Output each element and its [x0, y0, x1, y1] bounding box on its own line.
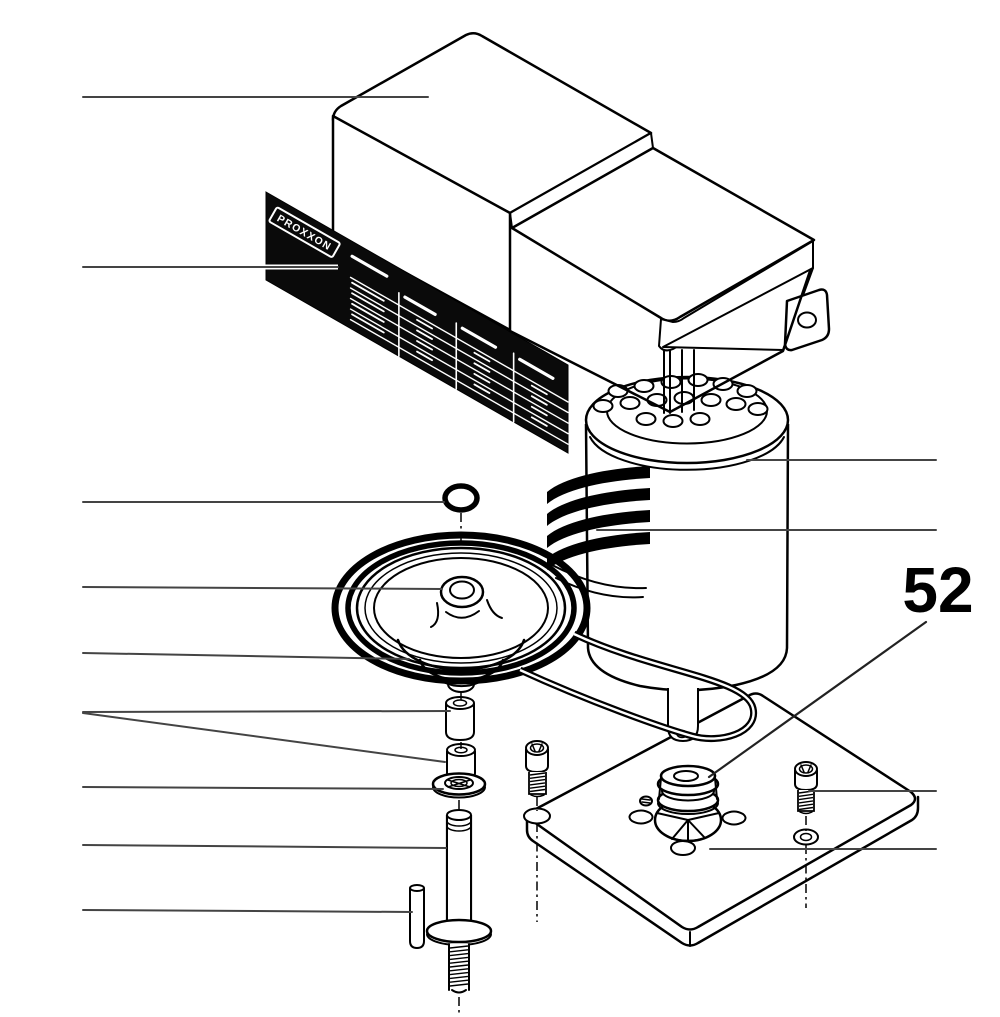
thread-line — [449, 983, 469, 987]
label-table-line — [349, 308, 569, 435]
socket-screw-left — [525, 740, 549, 798]
label-table-line — [350, 254, 389, 278]
vent-hole — [725, 397, 747, 411]
leader-spacer-lower — [82, 712, 446, 763]
label-table-line — [416, 340, 434, 351]
label-table-line — [416, 329, 434, 340]
label-table-line — [530, 395, 548, 406]
label-spec-table — [349, 254, 569, 445]
leader-cone-pulley — [82, 586, 443, 590]
thread-line — [449, 960, 469, 964]
label-table-line — [518, 357, 555, 380]
leader-lines — [82, 96, 937, 913]
cover-top-face — [331, 32, 653, 215]
leader-flange-bearing — [707, 620, 928, 779]
label-table-line — [473, 351, 491, 363]
leader-pin — [82, 909, 413, 913]
label-table-line — [351, 302, 385, 323]
leader-spacer-upper — [82, 710, 451, 713]
label-table-line — [460, 326, 498, 349]
label-table-line — [473, 362, 491, 373]
label-table-line — [473, 372, 491, 384]
vent-hole — [662, 414, 684, 428]
thread-line — [798, 793, 814, 797]
vent-hole — [635, 412, 657, 426]
motor — [584, 373, 790, 742]
thread-line — [449, 952, 469, 957]
cone-pulley — [355, 546, 567, 693]
thread-line — [798, 806, 814, 811]
thread-line — [529, 788, 546, 793]
vent-hole — [700, 393, 722, 407]
label-table-line — [416, 318, 434, 330]
label-table-line — [349, 276, 569, 403]
set-screw — [639, 795, 653, 807]
type-label: PROXXON — [265, 191, 569, 454]
vent-hole — [619, 396, 641, 410]
flange-bearing — [656, 764, 720, 815]
label-table-line — [351, 281, 385, 302]
vent-hole — [747, 402, 769, 416]
pulley-hub — [430, 575, 503, 628]
base-plate — [523, 692, 920, 947]
thread-line — [529, 775, 546, 779]
cover-flange-front — [658, 240, 814, 352]
thread-line — [529, 785, 546, 789]
thread-line — [449, 968, 469, 972]
label-table-line — [403, 295, 437, 316]
o-ring — [442, 483, 480, 513]
leader-spindle-shaft — [82, 844, 447, 849]
belt-cover — [331, 32, 831, 352]
label-table-line — [351, 313, 385, 334]
spindle-shaft — [425, 809, 493, 994]
plate-hole — [721, 810, 747, 826]
leader-washer-bearing — [82, 786, 444, 790]
shaft-threads — [449, 945, 469, 987]
thread-line — [449, 949, 469, 953]
thread-line — [529, 778, 546, 783]
label-table-line — [416, 350, 434, 362]
thread-line — [529, 772, 546, 776]
label-background — [265, 191, 569, 454]
thread-line — [449, 979, 469, 983]
shaft-flange — [425, 918, 493, 944]
cover-bottom-edges — [508, 269, 812, 414]
label-table-line — [530, 416, 548, 427]
thread-line — [449, 964, 469, 968]
vent-hole — [689, 412, 711, 426]
centerlines — [458, 513, 807, 1014]
label-table-line — [349, 297, 569, 424]
vent-hole — [687, 373, 709, 387]
thread-line — [798, 796, 814, 801]
label-table-line — [473, 383, 491, 394]
socket-screw-right — [794, 761, 818, 815]
cover-clip — [783, 288, 831, 352]
plate-hole-washer — [793, 828, 819, 846]
thread-line — [798, 800, 814, 804]
spacer-upper — [445, 696, 475, 741]
thread-line — [449, 956, 469, 961]
leader-drive-belt — [82, 652, 410, 660]
plate-hole — [670, 840, 696, 856]
washer-bearing — [431, 772, 487, 799]
thread-line — [798, 803, 814, 807]
vent-hole — [592, 399, 614, 413]
pin — [409, 884, 425, 949]
vent-hole — [736, 384, 758, 398]
part-callout-52: 52 — [902, 554, 973, 626]
label-table-line — [351, 292, 385, 313]
thread-line — [449, 971, 469, 976]
vent-hole — [633, 379, 655, 393]
thread-line — [529, 782, 546, 786]
thread-line — [449, 945, 469, 949]
plate-hole — [628, 809, 654, 825]
label-table-line — [530, 405, 548, 417]
label-table-line — [349, 287, 569, 414]
label-table-line — [349, 318, 569, 445]
thread-line — [449, 975, 469, 980]
label-table-line — [530, 384, 548, 396]
